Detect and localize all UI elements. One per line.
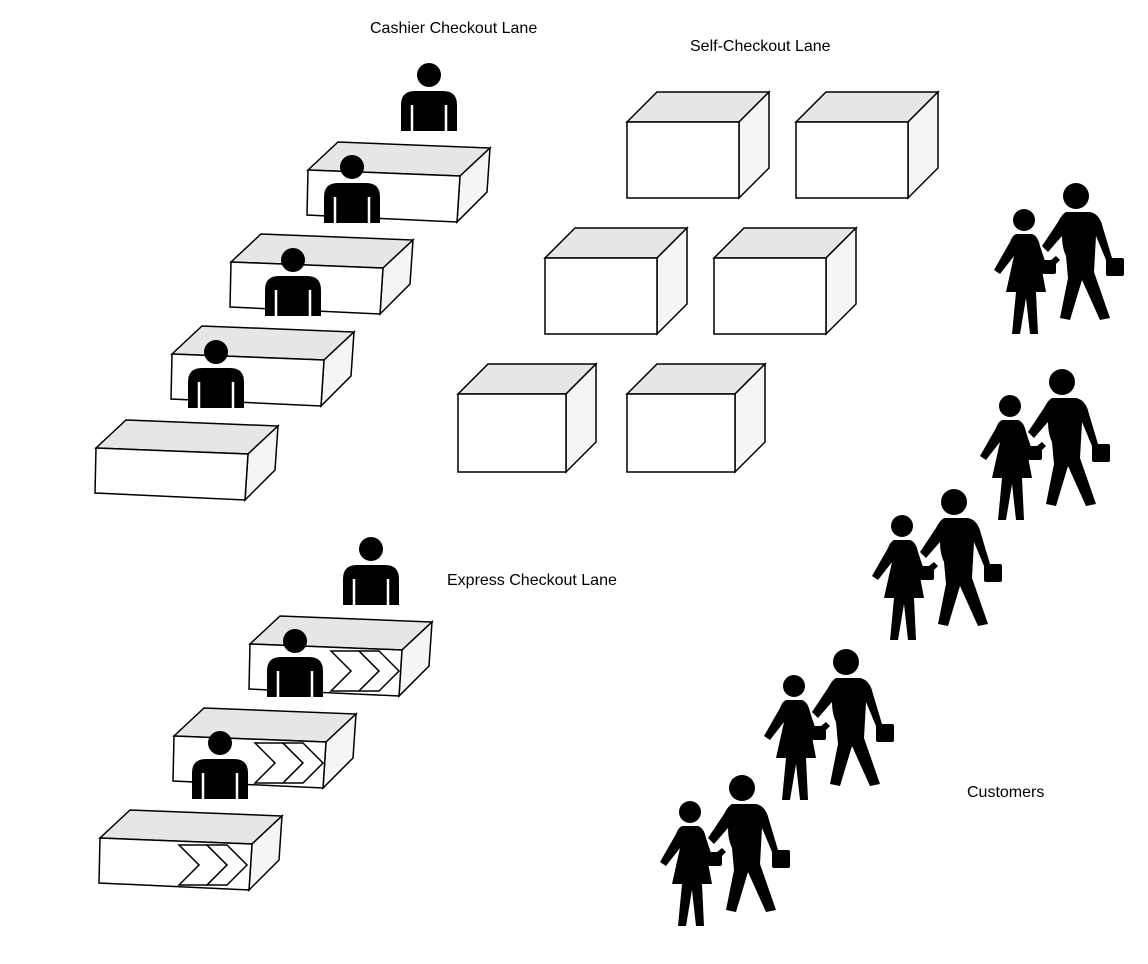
self-checkout-kiosk-icon [625,90,771,200]
cashier-lane [94,61,492,502]
customer-pair-icon [980,369,1110,520]
customer-pair-icon [764,649,894,800]
self-checkout-lane-label: Self-Checkout Lane [690,38,831,55]
customers-label: Customers [967,784,1044,801]
self-checkout-kiosk-icon [625,362,767,474]
self-checkout-kiosk-icon [794,90,940,200]
self-checkout-kiosk-icon [712,226,858,336]
cashier-person-icon [341,535,401,607]
customer-pair-icon [872,489,1002,640]
customer-pair-icon [660,775,790,926]
cashier-lane-label: Cashier Checkout Lane [370,20,537,37]
express-lane [98,535,434,892]
cashier-counter [229,233,415,316]
cashier-person-icon [399,61,459,133]
cashier-counter [94,419,280,502]
self-checkout-kiosk-icon [456,362,598,474]
self-checkout-lane [456,90,940,474]
express-lane-label: Express Checkout Lane [447,572,617,589]
self-checkout-kiosk-icon [543,226,689,336]
customer-pair-icon [994,183,1124,334]
express-counter [98,809,284,892]
